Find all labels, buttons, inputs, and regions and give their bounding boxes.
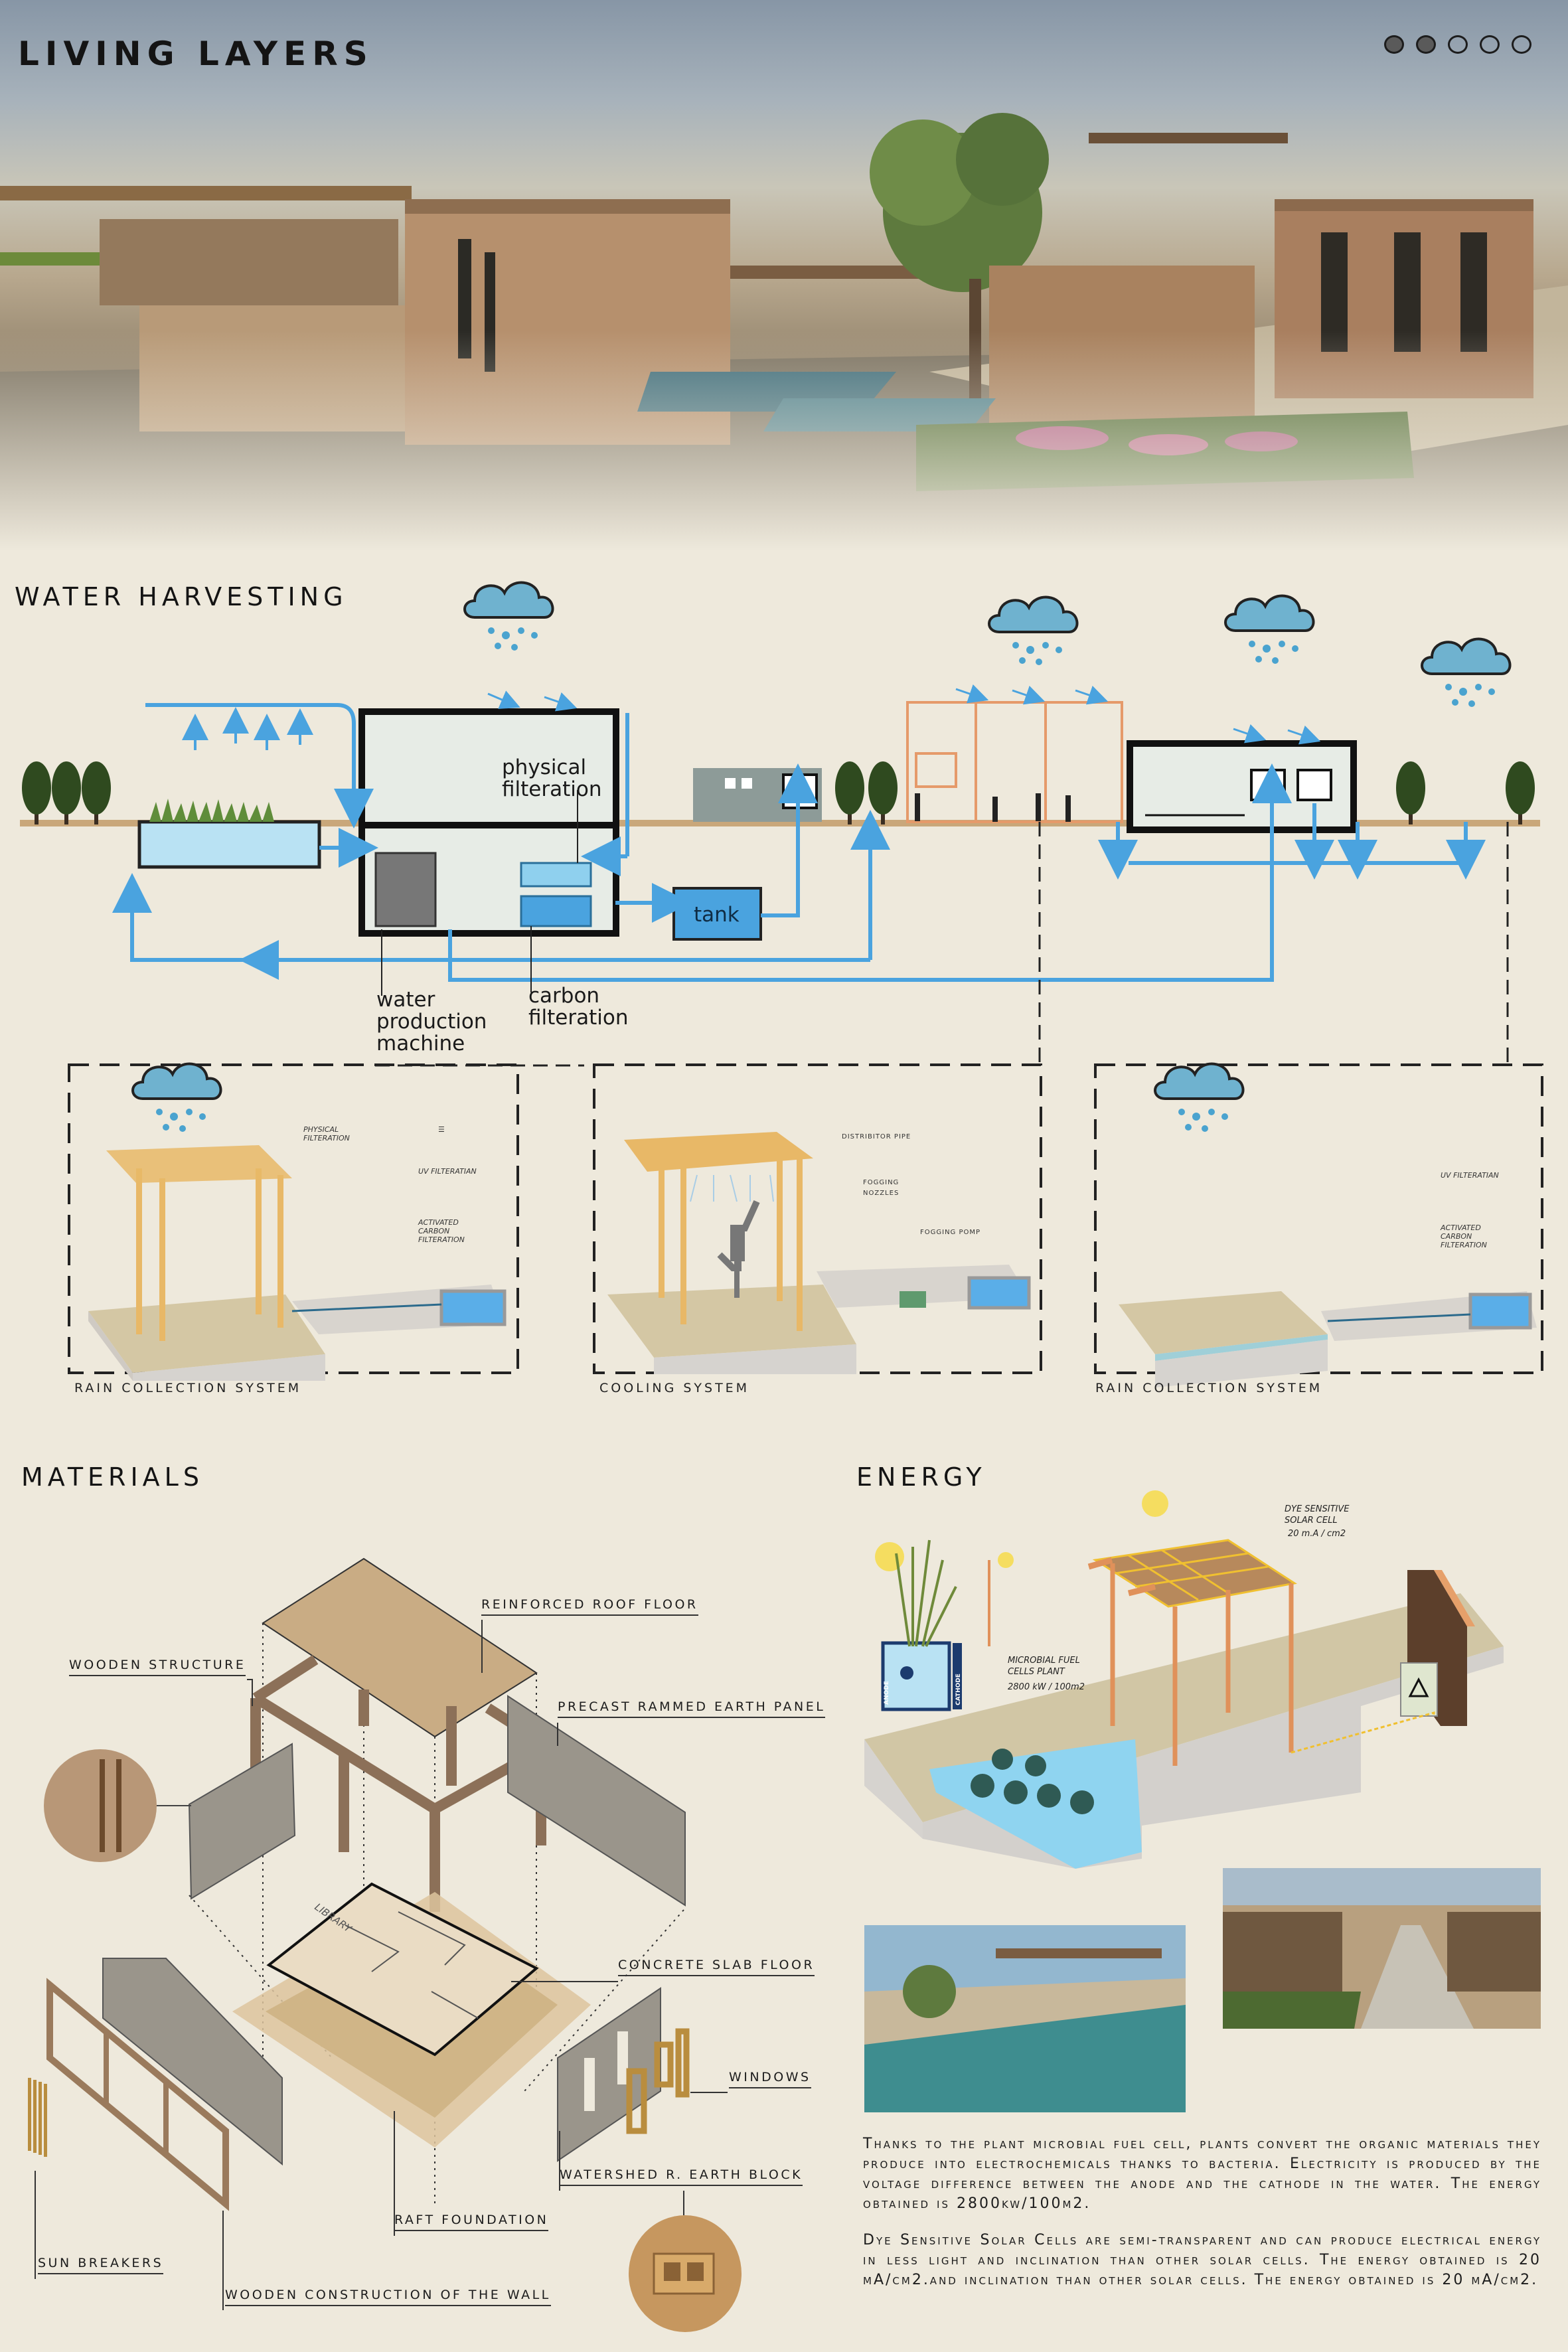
rain-cloud-icon — [1421, 637, 1512, 708]
label-sun-breakers: SUN BREAKERS — [38, 2256, 164, 2274]
rain-cloud-icon — [1154, 1062, 1245, 1133]
note-fogging-nozzles: FOGGING NOZZLES — [863, 1179, 900, 1197]
note-carbon-filtration: ACTIVATED CARBON FILTERATION — [418, 1218, 465, 1244]
label-windows: WINDOWS — [729, 2070, 811, 2088]
label-wooden-wall-construction: WOODEN CONSTRUCTION OF THE WALL — [225, 2288, 551, 2306]
caption-cooling-system: COOLING SYSTEM — [599, 1381, 750, 1395]
pager-dot-5[interactable] — [1512, 35, 1531, 54]
sun-icon — [1142, 1490, 1168, 1517]
svg-text:☰: ☰ — [438, 1125, 445, 1134]
label-reinforced-roof-floor: REINFORCED ROOF FLOOR — [481, 1597, 698, 1616]
pager-dot-3[interactable] — [1448, 35, 1468, 54]
sun-breakers — [28, 2078, 47, 2157]
rain-collection-model-2 — [1119, 1062, 1537, 1387]
water-production-machine — [374, 852, 437, 927]
faucet-icon — [1250, 769, 1286, 801]
rain-cloud-icon — [131, 1062, 222, 1133]
page-title: LIVING LAYERS — [18, 35, 374, 73]
render-photo-right — [1223, 1868, 1541, 2029]
pager-dot-2[interactable] — [1416, 35, 1436, 54]
rammed-earth-panel — [188, 1743, 296, 1900]
section-title-materials: MATERIALS — [21, 1462, 204, 1492]
caption-rain-collection-2: RAIN COLLECTION SYSTEM — [1095, 1381, 1323, 1395]
sun-icon — [998, 1552, 1014, 1568]
window-frames — [626, 2028, 690, 2134]
pool — [929, 1739, 1142, 1869]
value-dye-solar-cell: 20 m.A / cm2 — [1288, 1529, 1346, 1539]
rain-collection-model-1: ☰ — [88, 1062, 507, 1381]
label-dye-solar-cell: DYE SENSITIVE SOLAR CELL — [1285, 1504, 1350, 1526]
solar-pergola — [1087, 1539, 1297, 1766]
caption-rain-collection-1: RAIN COLLECTION SYSTEM — [74, 1381, 302, 1395]
pager-dot-1[interactable] — [1384, 35, 1404, 54]
label-physical-filtration: physical filteration — [502, 755, 602, 801]
pond — [137, 820, 321, 869]
materials-exploded-axonometric — [28, 1557, 742, 2332]
label-anode: ANODE — [883, 1681, 890, 1705]
label-concrete-slab-floor: CONCRETE SLAB FLOOR — [618, 1958, 815, 1976]
note-physical-filtration: PHYSICAL FILTERATION — [303, 1125, 350, 1142]
section-title-water: WATER HARVESTING — [15, 582, 348, 611]
sink-icon — [1296, 769, 1332, 801]
note-fogging-pump: FOGGING POMP — [920, 1229, 981, 1236]
hero-render-illustration — [0, 0, 1568, 551]
roof-slab — [262, 1557, 538, 1738]
label-raft-foundation: RAFT FOUNDATION — [394, 2213, 549, 2231]
label-tank: tank — [694, 903, 740, 927]
energy-diagram — [864, 1490, 1504, 1869]
tree-icon — [22, 761, 111, 824]
rammed-earth-panel — [507, 1695, 686, 1907]
water-harvesting-diagram — [20, 581, 1540, 1068]
electric-box-icon — [1400, 1662, 1438, 1717]
note-carbon-filtration-2: ACTIVATED CARBON FILTERATION — [1441, 1223, 1487, 1249]
label-wooden-structure: WOODEN STRUCTURE — [69, 1658, 246, 1676]
rain-cloud-icon — [988, 595, 1079, 666]
value-microbial-fuel-cell: 2800 kW / 100m2 — [1008, 1682, 1085, 1692]
hero-render — [0, 0, 1568, 551]
label-cathode: CATHODE — [955, 1674, 962, 1705]
label-precast-rammed-earth-panel: PRECAST RAMMED EARTH PANEL — [558, 1699, 826, 1718]
wall-panel-right — [557, 1987, 661, 2162]
section-title-energy: ENERGY — [856, 1462, 986, 1492]
rain-cloud-icon — [1224, 594, 1315, 665]
note-uv-filtration-2: UV FILTERATIAN — [1441, 1171, 1499, 1180]
rain-cloud-icon — [463, 581, 554, 652]
label-watershed-earth-block: WATERSHED R. EARTH BLOCK — [560, 2167, 803, 2186]
note-distributor-pipe: DISTRIBITOR PIPE — [842, 1133, 911, 1140]
label-water-production-machine: water production machine — [376, 988, 487, 1056]
sun-icon — [875, 1542, 904, 1571]
cooling-system-model — [607, 1132, 1031, 1374]
wall-panel-left — [102, 1958, 283, 2166]
render-photo-left — [864, 1925, 1186, 2112]
microbial-fuel-cell — [881, 1641, 951, 1711]
label-carbon-filtration: carbon filteration — [528, 984, 629, 1030]
concrete-slab — [266, 1882, 539, 2057]
note-uv-filtration: UV FILTERATIAN — [418, 1167, 477, 1176]
page-pager — [1384, 35, 1531, 54]
energy-paragraph-dssc: Dye Sensitive Solar Cells are semi-trans… — [863, 2232, 1541, 2288]
pager-dot-4[interactable] — [1480, 35, 1500, 54]
pergola — [906, 701, 1123, 823]
energy-paragraph-mfc: Thanks to the plant microbial fuel cell,… — [863, 2136, 1541, 2212]
label-microbial-fuel-cell: MICROBIAL FUEL CELLS PLANT — [1008, 1656, 1080, 1677]
